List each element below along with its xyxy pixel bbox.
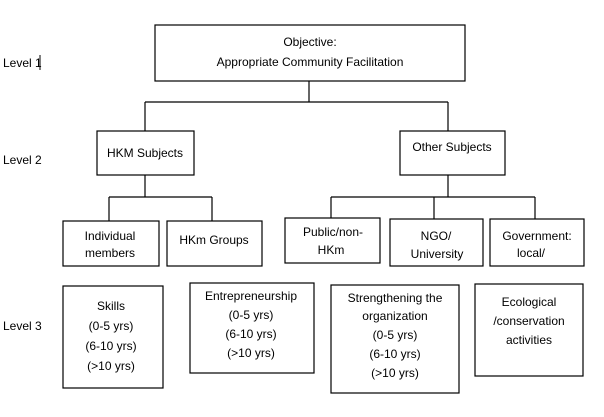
node-strengthening-line-5: (>10 yrs) <box>371 366 419 380</box>
node-strengthening-line-3: (0-5 yrs) <box>373 328 418 342</box>
node-objective-line-1: Objective: <box>283 35 336 49</box>
node-ecological-line-2: /conservation <box>493 314 564 328</box>
node-government-local: Government: local/ <box>489 218 585 267</box>
node-objective-line-2: Appropriate Community Facilitation <box>217 55 404 69</box>
node-ecological: Ecological /conservation activities <box>474 283 584 377</box>
level-1-label: Level 1 <box>3 56 42 70</box>
connector-lines <box>108 81 536 221</box>
node-government-local-line-2: local/ <box>517 246 546 260</box>
level-3-label: Level 3 <box>3 319 42 333</box>
node-hkm-subjects-line-1: HKM Subjects <box>107 146 183 160</box>
node-skills-line-2: (0-5 yrs) <box>89 319 134 333</box>
node-public-non-hkm-line-1: Public/non- <box>303 225 363 239</box>
node-skills-line-1: Skills <box>97 299 125 313</box>
level-2-label: Level 2 <box>3 153 42 167</box>
node-skills: Skills (0-5 yrs) (6-10 yrs) (>10 yrs) <box>62 285 164 389</box>
node-government-local-line-1: Government: <box>502 229 571 243</box>
node-strengthening: Strengthening the organization (0-5 yrs)… <box>330 284 460 394</box>
node-skills-line-4: (>10 yrs) <box>87 359 135 373</box>
node-entrepreneurship-line-3: (6-10 yrs) <box>225 327 276 341</box>
node-hkm-groups-line-1: HKm Groups <box>179 233 248 247</box>
node-public-non-hkm-line-2: HKm <box>318 243 345 257</box>
node-individual-members-line-2: members <box>85 246 135 260</box>
node-skills-line-3: (6-10 yrs) <box>85 339 136 353</box>
node-ngo-university: NGO/ University <box>389 218 484 267</box>
node-other-subjects-line-1: Other Subjects <box>412 140 491 154</box>
node-individual-members-line-1: Individual <box>85 229 136 243</box>
node-strengthening-line-1: Strengthening the <box>348 291 443 305</box>
node-entrepreneurship: Entrepreneurship (0-5 yrs) (6-10 yrs) (>… <box>189 282 315 374</box>
node-entrepreneurship-line-2: (0-5 yrs) <box>229 308 274 322</box>
node-entrepreneurship-line-4: (>10 yrs) <box>227 346 275 360</box>
node-public-non-hkm: Public/non- HKm <box>284 217 381 264</box>
node-individual-members: Individual members <box>62 220 160 267</box>
node-objective: Objective: Appropriate Community Facilit… <box>154 24 466 82</box>
node-ngo-university-line-2: University <box>411 247 464 261</box>
node-hkm-groups: HKm Groups <box>166 220 263 267</box>
node-entrepreneurship-line-1: Entrepreneurship <box>205 289 297 303</box>
node-strengthening-line-4: (6-10 yrs) <box>369 347 420 361</box>
node-ecological-line-3: activities <box>506 333 552 347</box>
node-hkm-subjects: HKM Subjects <box>96 130 195 176</box>
node-ngo-university-line-1: NGO/ <box>421 229 452 243</box>
node-strengthening-line-2: organization <box>362 309 427 323</box>
node-other-subjects: Other Subjects <box>399 130 506 176</box>
node-ecological-line-1: Ecological <box>502 295 557 309</box>
